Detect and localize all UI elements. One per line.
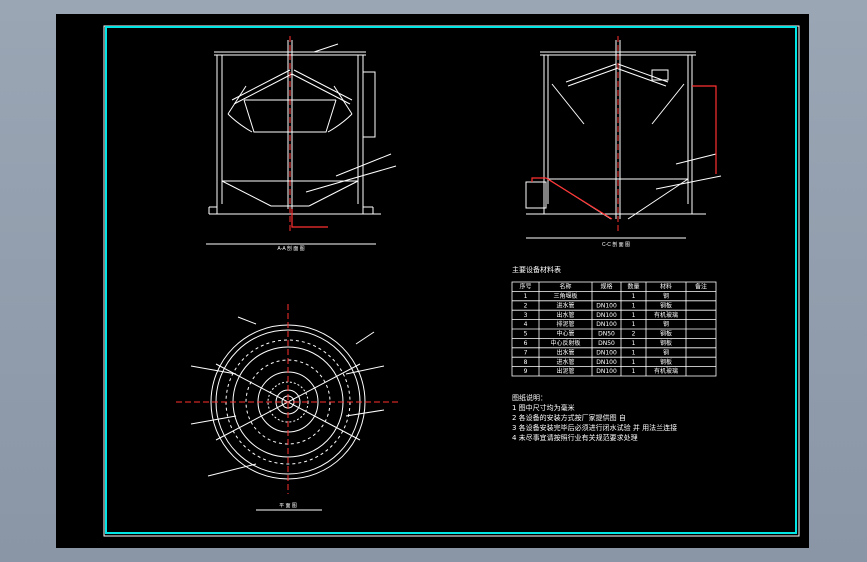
table-cell: 出水管 xyxy=(556,311,574,319)
note-2: 2 各设备的安装方式按厂家提供图 自 xyxy=(512,413,626,422)
outlet-pipe-b xyxy=(692,85,717,174)
table-cell: DN50 xyxy=(598,331,615,338)
table-cell: DN100 xyxy=(596,312,617,319)
table-cell: 出水管 xyxy=(556,348,574,356)
table-header-cell: 序号 xyxy=(519,283,531,291)
note-3: 3 各设备安装完毕后必须进行闭水试验 并 用法兰连接 xyxy=(512,423,677,432)
table-cell: DN100 xyxy=(596,349,617,356)
table-cell: 2 xyxy=(632,331,636,338)
note-1: 1 图中尺寸均为毫米 xyxy=(512,403,575,412)
table-cell: 三角堰板 xyxy=(553,292,577,300)
table-cell: 1 xyxy=(632,359,636,366)
table-cell: 钢 xyxy=(663,320,669,328)
table-header-cell: 材料 xyxy=(660,283,672,291)
table-cell: 1 xyxy=(632,312,636,319)
table-header-cell: 备注 xyxy=(695,283,707,291)
table-cell: 钢板 xyxy=(660,358,672,366)
sludge-pipe-b xyxy=(531,177,613,220)
table-header-cell: 名称 xyxy=(559,283,571,291)
table-cell: 有机玻璃 xyxy=(654,367,678,375)
table-cell: DN100 xyxy=(596,321,617,328)
table-cell: 钢 xyxy=(663,292,669,300)
table-cell: 进水管 xyxy=(556,358,574,366)
notes-title: 图纸说明： xyxy=(512,393,547,402)
table-cell: 出泥管 xyxy=(556,367,574,375)
table-cell: 钢板 xyxy=(660,301,672,309)
table-cell: 1 xyxy=(632,302,636,309)
table-cell: 中心反射板 xyxy=(550,339,580,347)
table-cell: 有机玻璃 xyxy=(654,311,678,319)
table-cell: 6 xyxy=(524,340,528,347)
table-cell: 排泥管 xyxy=(556,320,574,328)
table-cell: 5 xyxy=(524,331,528,338)
table-cell: 钢板 xyxy=(660,330,672,338)
outlet-pipe-a xyxy=(291,209,328,228)
inner-frame xyxy=(105,26,797,534)
table-cell: 2 xyxy=(524,302,528,309)
section-view-b xyxy=(525,40,722,239)
table-cell: 1 xyxy=(632,293,636,300)
table-cell: 钢板 xyxy=(660,339,672,347)
table-cell: DN100 xyxy=(596,359,617,366)
table-cell: 1 xyxy=(632,321,636,328)
table-cell: DN50 xyxy=(598,340,615,347)
outer-frame xyxy=(103,25,800,537)
table-cell: 钢 xyxy=(663,348,669,356)
table-cell: 4 xyxy=(524,321,528,328)
table-header-cell: 数量 xyxy=(627,283,639,291)
table-cell: 9 xyxy=(524,368,528,375)
table-cell: 8 xyxy=(524,359,528,366)
table-cell: 1 xyxy=(524,293,528,300)
note-4: 4 未尽事宜请按照行业有关规范要求处理 xyxy=(512,433,638,442)
table-cell: 1 xyxy=(632,349,636,356)
material-table: 序号 名称 规格 数量 材料 备注 1 三角堰板 1 钢 2 进水管 DN100 1 钢板 3 出水管 DN100… xyxy=(511,281,717,377)
drawing-sheet: A-A 剖 面 图 C-C 剖 面 图 xyxy=(56,14,809,548)
table-cell: DN100 xyxy=(596,368,617,375)
table-title: 主要设备材料表 xyxy=(512,265,561,274)
table-cell: 1 xyxy=(632,368,636,375)
table-cell: 中心管 xyxy=(556,330,574,338)
table-cell: 7 xyxy=(524,349,528,356)
view-b-label: C-C 剖 面 图 xyxy=(602,241,630,248)
table-cell: DN100 xyxy=(596,302,617,309)
section-view-a xyxy=(206,40,397,245)
table-cell: 3 xyxy=(524,312,528,319)
table-cell: 进水管 xyxy=(556,301,574,309)
view-a-label: A-A 剖 面 图 xyxy=(277,245,304,252)
view-c-label: 平 面 图 xyxy=(279,503,297,509)
cad-drawing: A-A 剖 面 图 C-C 剖 面 图 xyxy=(103,25,800,537)
table-cell: 1 xyxy=(632,340,636,347)
table-header-cell: 规格 xyxy=(600,283,612,291)
